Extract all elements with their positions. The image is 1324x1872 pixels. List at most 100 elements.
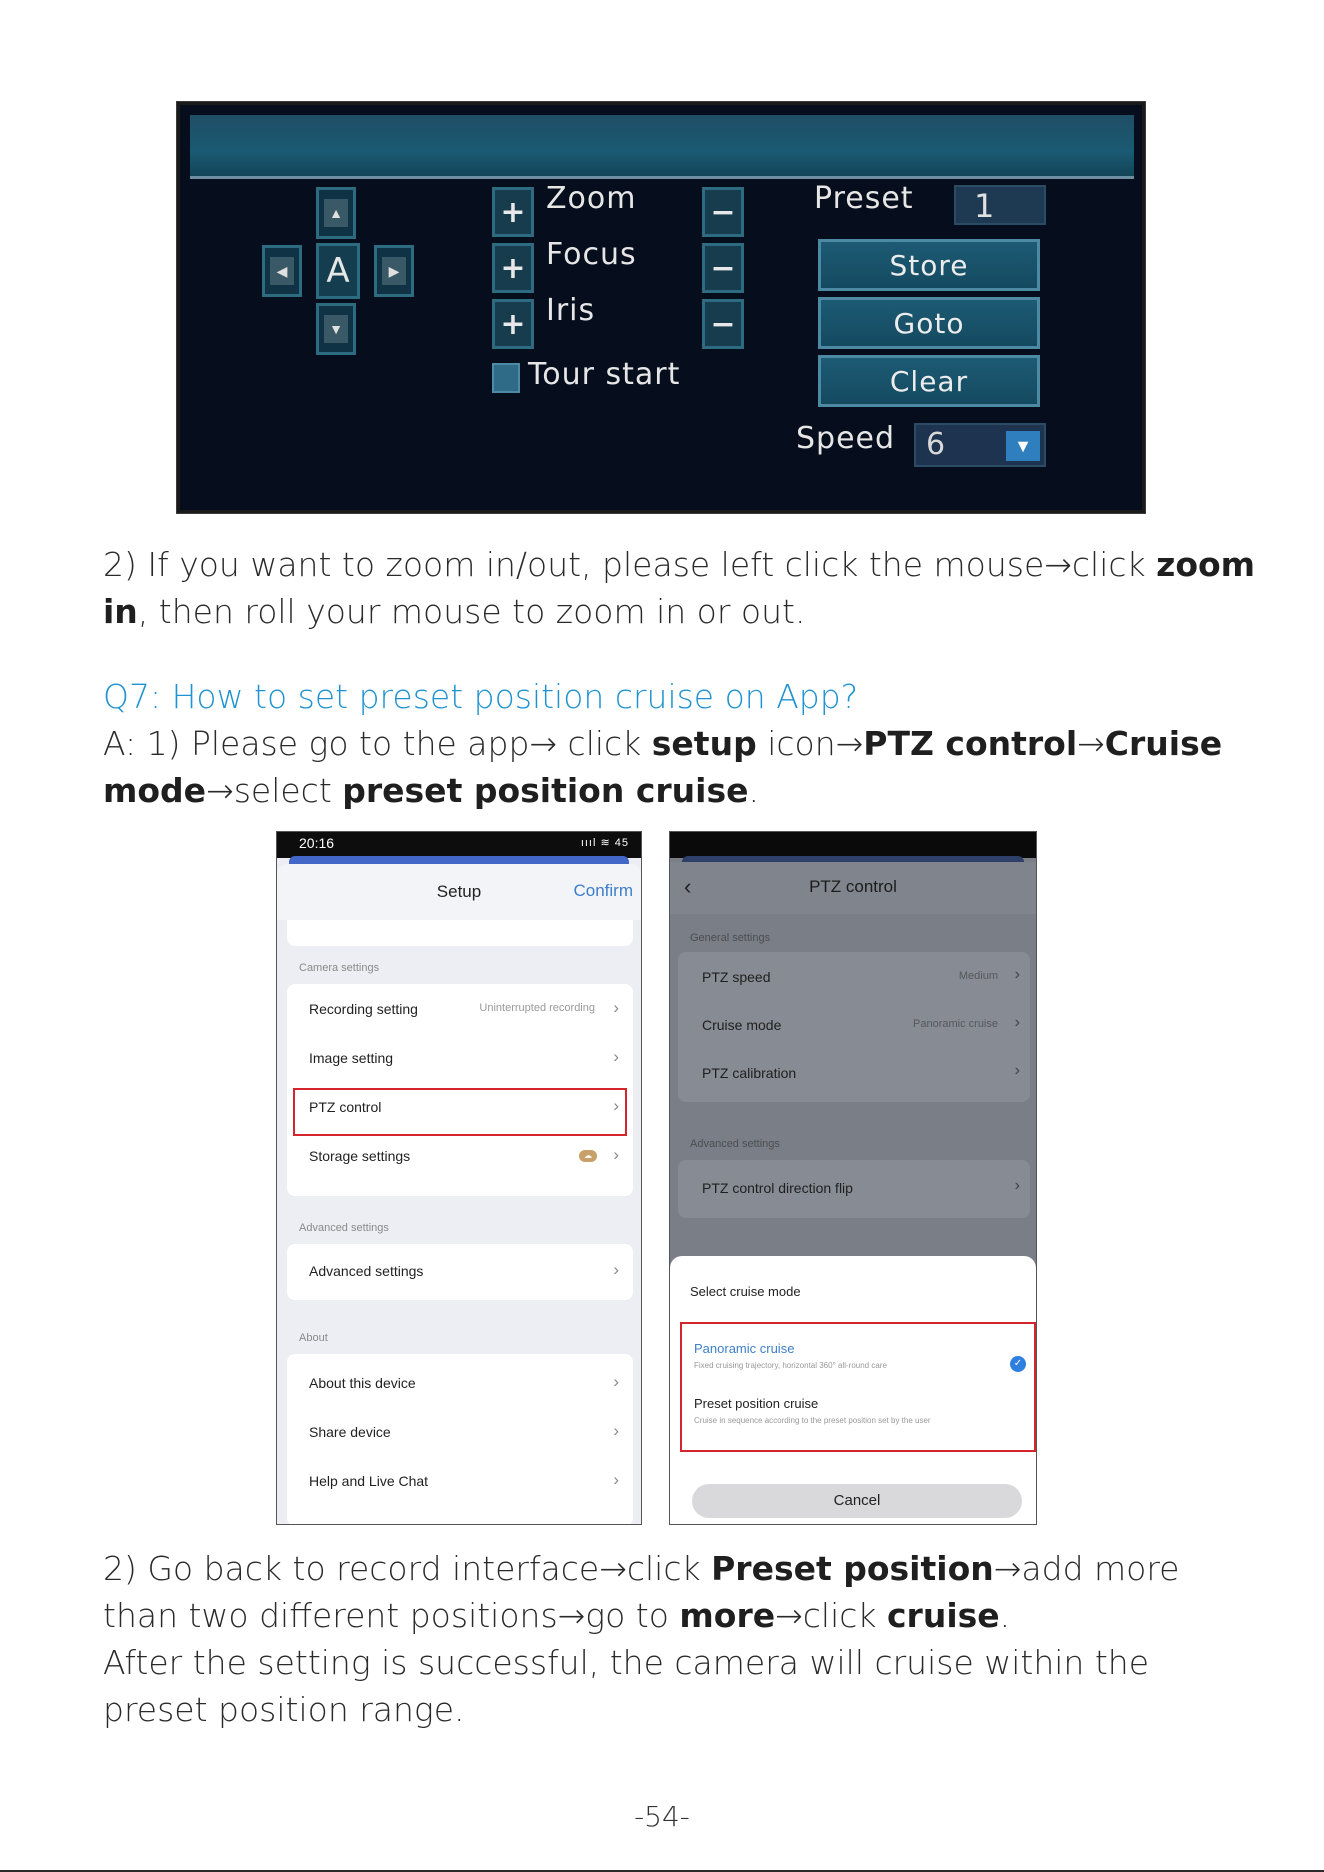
arrow-left-icon: ◀: [270, 257, 294, 285]
sheet-title: Select cruise mode: [690, 1284, 801, 1299]
goto-button[interactable]: Goto: [818, 297, 1040, 349]
chevron-right-icon: ›: [613, 1096, 619, 1115]
chevron-right-icon: ›: [1014, 1014, 1020, 1031]
background-strip: [289, 856, 629, 866]
ptz-speed-row[interactable]: PTZ speed Medium ›: [678, 954, 1030, 1002]
advanced-settings-card: Advanced settings ›: [287, 1244, 633, 1300]
tour-start-label: Tour start: [528, 357, 681, 392]
cancel-button[interactable]: Cancel: [692, 1484, 1022, 1518]
about-device-row[interactable]: About this device ›: [287, 1360, 633, 1408]
auto-button[interactable]: A: [316, 243, 360, 299]
tilt-down-button[interactable]: ▼: [316, 303, 356, 355]
row-label: PTZ control: [309, 1099, 382, 1115]
text-span: 2) If you want to zoom in/out, please le…: [103, 545, 1157, 584]
row-label: Recording setting: [309, 1001, 418, 1017]
row-label: Cruise mode: [702, 1017, 782, 1033]
confirm-button[interactable]: Confirm: [573, 881, 633, 900]
text-span: .: [999, 1596, 1011, 1635]
recording-setting-row[interactable]: Recording setting Uninterrupted recordin…: [287, 986, 633, 1034]
panoramic-cruise-option[interactable]: Panoramic cruise: [694, 1341, 795, 1356]
text-span: icon→: [756, 724, 864, 763]
text-span: →select: [206, 771, 343, 810]
q7-answer-paragraph: A: 1) Please go to the app→ click setup …: [103, 720, 1263, 814]
clear-button[interactable]: Clear: [818, 355, 1040, 407]
chevron-right-icon: ›: [613, 1260, 619, 1279]
setup-screen-screenshot: 20:16 ıııl ≋ 45 Setup Confirm Camera set…: [276, 831, 642, 1525]
iris-minus-button[interactable]: −: [702, 299, 744, 349]
q7-heading: Q7: How to set preset position cruise on…: [103, 677, 859, 716]
chevron-right-icon: ›: [613, 1470, 619, 1489]
focus-plus-button[interactable]: +: [492, 243, 534, 293]
row-label: Share device: [309, 1424, 391, 1440]
chevron-right-icon: ›: [613, 1047, 619, 1066]
result-paragraph: After the setting is successful, the cam…: [103, 1643, 1149, 1729]
bold-span: cruise: [886, 1596, 1000, 1635]
back-arrow-icon[interactable]: ‹: [684, 874, 692, 899]
cruise-mode-row[interactable]: Cruise mode Panoramic cruise ›: [678, 1002, 1030, 1050]
store-button[interactable]: Store: [818, 239, 1040, 291]
arrow-up-icon: ▲: [324, 199, 348, 227]
row-label: Help and Live Chat: [309, 1473, 429, 1489]
section-label-about: About: [299, 1332, 328, 1344]
chevron-right-icon: ›: [1014, 1177, 1020, 1194]
ptz-control-panel-screenshot: ▲ ◀ A ▶ ▼ + Zoom − + Focus − + Iris − To…: [176, 101, 1146, 514]
row-value: Panoramic cruise: [913, 1018, 998, 1030]
zoom-plus-button[interactable]: +: [492, 187, 534, 237]
section-label-advanced: Advanced settings: [690, 1138, 780, 1150]
setup-title: Setup: [436, 882, 482, 901]
row-label: Image setting: [309, 1050, 394, 1066]
row-value: Uninterrupted recording: [479, 1002, 595, 1014]
ptz-header: ‹ PTZ control: [670, 862, 1036, 914]
speed-select[interactable]: 6 ▼: [914, 423, 1046, 467]
zoom-instruction-paragraph: 2) If you want to zoom in/out, please le…: [103, 541, 1263, 635]
text-span: 2) Go back to record interface→click: [103, 1549, 712, 1588]
preset-position-cruise-description: Cruise in sequence according to the pres…: [694, 1416, 931, 1425]
tour-start-checkbox[interactable]: [492, 363, 520, 393]
speed-label: Speed: [796, 421, 896, 456]
text-span: , then roll your mouse to zoom in or out…: [137, 592, 806, 631]
row-label: PTZ speed: [702, 969, 771, 985]
chevron-right-icon: ›: [613, 998, 619, 1017]
focus-minus-button[interactable]: −: [702, 243, 744, 293]
text-span: .: [748, 771, 759, 810]
text-span: →click: [775, 1596, 887, 1635]
bold-span: Preset position: [711, 1549, 994, 1588]
chevron-right-icon: ›: [1014, 966, 1020, 983]
row-label: About this device: [309, 1375, 416, 1391]
image-setting-row[interactable]: Image setting ›: [287, 1035, 633, 1083]
advanced-settings-row[interactable]: Advanced settings ›: [287, 1248, 633, 1296]
iris-plus-button[interactable]: +: [492, 299, 534, 349]
ptz-control-row[interactable]: PTZ control ›: [287, 1084, 633, 1132]
ptz-calibration-row[interactable]: PTZ calibration ›: [678, 1050, 1030, 1098]
text-span: →add more than two different positions→g…: [103, 1549, 1180, 1635]
preset-number-input[interactable]: 1: [954, 185, 1046, 225]
status-bar: [670, 832, 1036, 858]
camera-settings-card: Recording setting Uninterrupted recordin…: [287, 984, 633, 1196]
panoramic-cruise-description: Fixed cruising trajectory, horizontal 36…: [694, 1361, 887, 1370]
ptz-title: PTZ control: [809, 877, 897, 896]
chevron-right-icon: ›: [613, 1372, 619, 1391]
storage-settings-row[interactable]: Storage settings ☁ ›: [287, 1133, 633, 1181]
advanced-settings-card: PTZ control direction flip ›: [678, 1160, 1030, 1218]
bold-span: PTZ control: [863, 724, 1078, 763]
help-live-chat-row[interactable]: Help and Live Chat ›: [287, 1458, 633, 1506]
pan-right-button[interactable]: ▶: [374, 245, 414, 297]
panel-titlebar: [190, 115, 1134, 179]
background-strip: [682, 856, 1024, 866]
row-label: Advanced settings: [309, 1263, 424, 1279]
share-device-row[interactable]: Share device ›: [287, 1409, 633, 1457]
direction-flip-row[interactable]: PTZ control direction flip ›: [678, 1165, 1030, 1213]
chevron-down-icon[interactable]: ▼: [1006, 431, 1040, 461]
bold-span: zoom in: [103, 545, 1256, 631]
about-card: About this device › Share device › Help …: [287, 1354, 633, 1524]
chevron-right-icon: ›: [1014, 1062, 1020, 1079]
tilt-up-button[interactable]: ▲: [316, 187, 356, 239]
zoom-label: Zoom: [546, 181, 637, 216]
status-bar: 20:16 ıııl ≋ 45: [277, 832, 641, 858]
section-label-advanced: Advanced settings: [299, 1222, 389, 1234]
setup-header: Setup Confirm: [277, 864, 641, 920]
preset-position-cruise-option[interactable]: Preset position cruise: [694, 1396, 819, 1411]
text-span: →: [1077, 724, 1105, 763]
zoom-minus-button[interactable]: −: [702, 187, 744, 237]
pan-left-button[interactable]: ◀: [262, 245, 302, 297]
